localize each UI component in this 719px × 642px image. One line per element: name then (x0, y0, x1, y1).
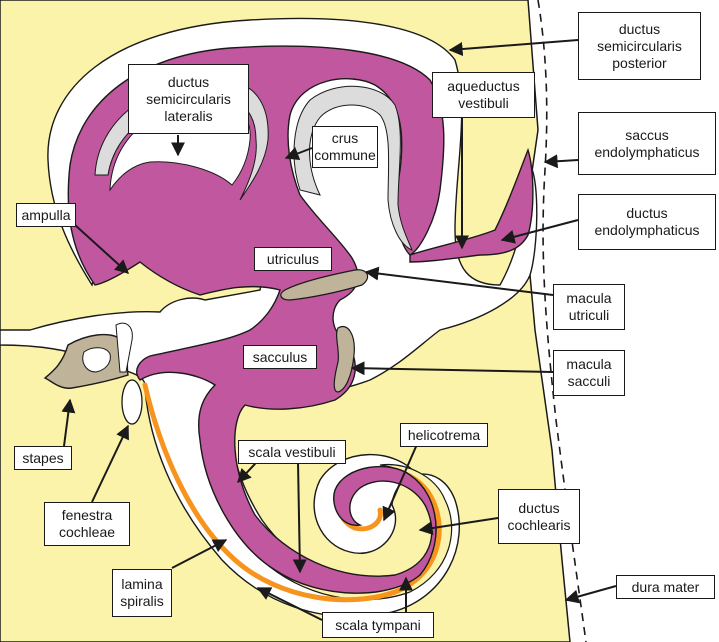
label-ductus-semicircularis-posterior: ductus semicircularis posterior (578, 12, 701, 80)
fenestra-cochleae-membrane (122, 380, 142, 424)
label-saccus-endolymphaticus: saccus endolymphaticus (578, 112, 716, 175)
label-lamina-spiralis: lamina spiralis (112, 569, 172, 617)
label-aqueductus-vestibuli: aqueductus vestibuli (432, 72, 535, 118)
label-ampulla: ampulla (16, 203, 76, 227)
label-ductus-endolymphaticus: ductus endolymphaticus (578, 194, 716, 250)
arrow-dura-mater (566, 586, 616, 600)
label-ductus-semicircularis-lateralis: ductus semicircularis lateralis (128, 64, 249, 134)
arrow-saccus-endolymphaticus (545, 160, 578, 162)
label-helicotrema: helicotrema (400, 423, 488, 447)
label-macula-sacculi: macula sacculi (553, 350, 625, 396)
label-stapes: stapes (14, 446, 72, 470)
label-sacculus: sacculus (243, 345, 317, 369)
label-scala-tympani: scala tympani (322, 612, 434, 638)
label-utriculus: utriculus (254, 247, 332, 271)
label-fenestra-cochleae: fenestra cochleae (44, 502, 130, 546)
label-dura-mater: dura mater (616, 575, 715, 599)
label-macula-utriculi: macula utriculi (553, 284, 625, 330)
label-scala-vestibuli: scala vestibuli (238, 440, 346, 464)
label-crus-commune: crus commune (312, 126, 378, 168)
label-ductus-cochlearis: ductus cochlearis (498, 489, 580, 544)
